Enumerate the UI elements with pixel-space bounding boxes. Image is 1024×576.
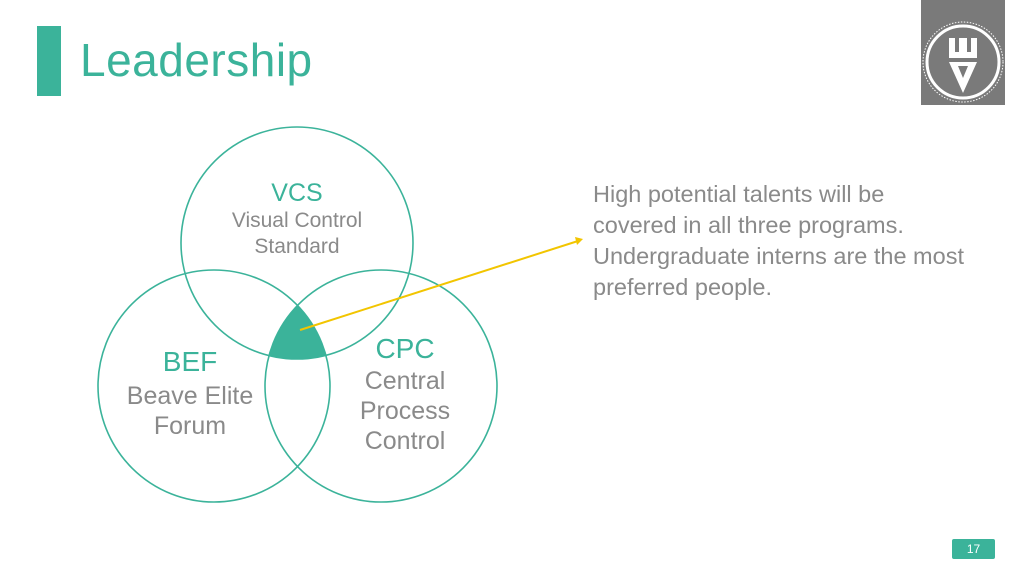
pencil-crown-logo-icon <box>922 21 1004 103</box>
bef-circle <box>97 269 331 503</box>
vcs-name-line-2: Standard <box>254 235 339 258</box>
vcs-name-line-1: Visual Control <box>232 209 362 232</box>
venn-diagram: VCS Visual Control Standard BEF Beave El… <box>97 126 498 503</box>
cpc-abbr: CPC <box>375 333 434 364</box>
cpc-name-line-3: Control <box>365 427 446 455</box>
vcs-abbr: VCS <box>271 179 322 207</box>
title-accent-bar <box>37 26 61 96</box>
bef-abbr: BEF <box>163 346 217 377</box>
logo-tab <box>921 0 1005 105</box>
bef-name-line-2: Forum <box>154 412 226 440</box>
slide-title: Leadership <box>80 34 313 86</box>
description-text: High potential talents will be covered i… <box>593 181 964 300</box>
page-number: 17 <box>952 539 995 559</box>
bef-name-line-1: Beave Elite <box>127 382 253 410</box>
cpc-name-line-2: Process <box>360 397 450 425</box>
cpc-name-line-1: Central <box>365 367 446 395</box>
